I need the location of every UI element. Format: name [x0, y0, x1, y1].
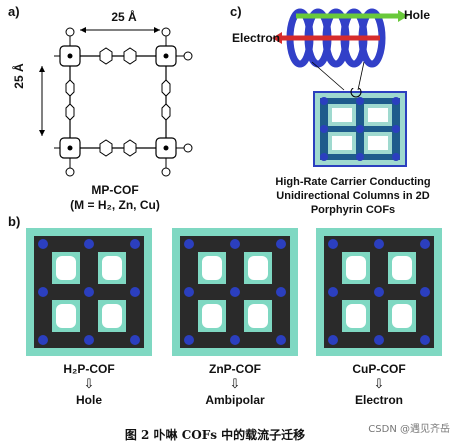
mp-cof-title: MP-COF — [91, 183, 139, 197]
cup-cof-name: CuP-COF — [352, 362, 406, 376]
mp-cof-structure-diagram — [39, 27, 193, 177]
figure-caption: 图 2 卟啉 COFs 中的载流子迁移 — [124, 428, 306, 442]
panel-b-letter: b) — [8, 214, 21, 229]
porphyrin-cof-columns-illustration — [313, 88, 407, 167]
znp-cof-carrier: Ambipolar — [205, 393, 265, 407]
cup-cof-carrier: Electron — [354, 393, 403, 407]
hole-label: Hole — [404, 8, 431, 22]
csdn-watermark: CSDN @遇见齐岳 — [368, 424, 450, 435]
h2p-cof-framework-image — [26, 228, 152, 356]
h2p-cof-name: H₂P-COF — [63, 362, 115, 376]
h2p-cof-carrier: Hole — [75, 393, 102, 407]
panel-c-caption-line-1: High-Rate Carrier Conducting — [275, 176, 431, 188]
electron-label: Electron — [232, 31, 281, 45]
dimension-top-label: 25 Å — [111, 10, 137, 24]
panel-a-letter: a) — [8, 4, 20, 19]
znp-cof-name: ZnP-COF — [209, 362, 261, 376]
carrier-coil-illustration — [272, 8, 408, 91]
panel-c-caption-line-2: Unidirectional Columns in 2D — [276, 190, 430, 202]
panel-c-caption-line-3: Porphyrin COFs — [310, 204, 396, 216]
cup-cof-down-arrow-icon: ⇩ — [373, 376, 385, 391]
panel-c-letter: c) — [230, 4, 242, 19]
h2p-cof-down-arrow-icon: ⇩ — [83, 376, 95, 391]
znp-cof-down-arrow-icon: ⇩ — [229, 376, 241, 391]
dimension-side-label: 25 Å — [12, 63, 26, 89]
cup-cof-framework-image — [316, 228, 442, 356]
mp-cof-subtitle: (M = H₂, Zn, Cu) — [70, 198, 160, 212]
znp-cof-framework-image — [172, 228, 298, 356]
